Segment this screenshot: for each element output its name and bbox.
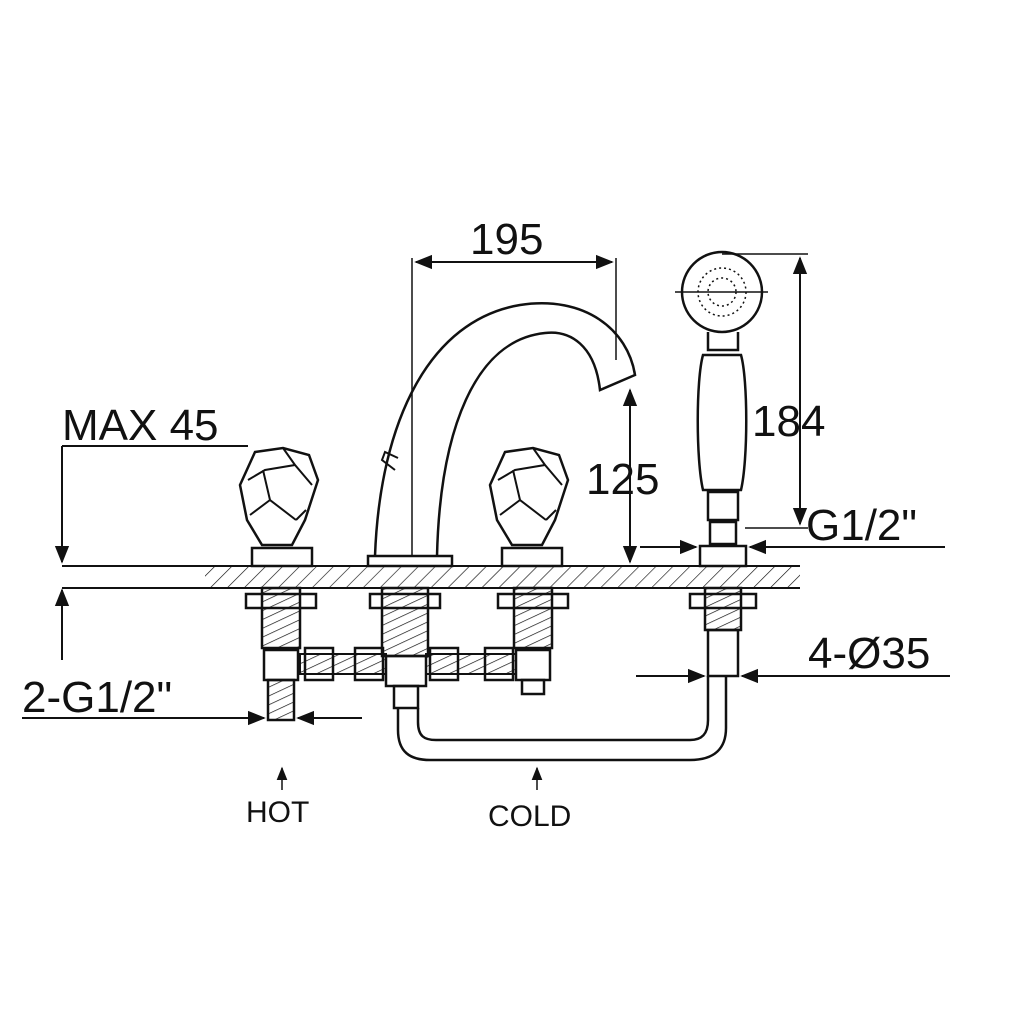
hole-diameter-label: 4-Ø35 <box>808 629 930 678</box>
hot-handle-valve <box>238 446 320 722</box>
hand-shower <box>675 250 768 678</box>
inlet-thread-label: 2-G1/2" <box>22 673 172 722</box>
handshower-length-label: 184 <box>752 397 825 446</box>
handshower-thread-label: G1/2" <box>806 501 917 550</box>
cold-label: COLD <box>488 800 571 833</box>
dimension-lines <box>22 253 950 790</box>
diverter-hose <box>396 676 728 762</box>
connecting-hoses <box>299 646 517 682</box>
spout-height-label: 125 <box>586 455 659 504</box>
max-deck-thickness-label: MAX 45 <box>62 401 219 450</box>
hot-label: HOT <box>246 796 309 829</box>
spout-body <box>366 302 637 710</box>
deck-surface <box>62 565 800 589</box>
spout-reach-label: 195 <box>470 215 543 264</box>
